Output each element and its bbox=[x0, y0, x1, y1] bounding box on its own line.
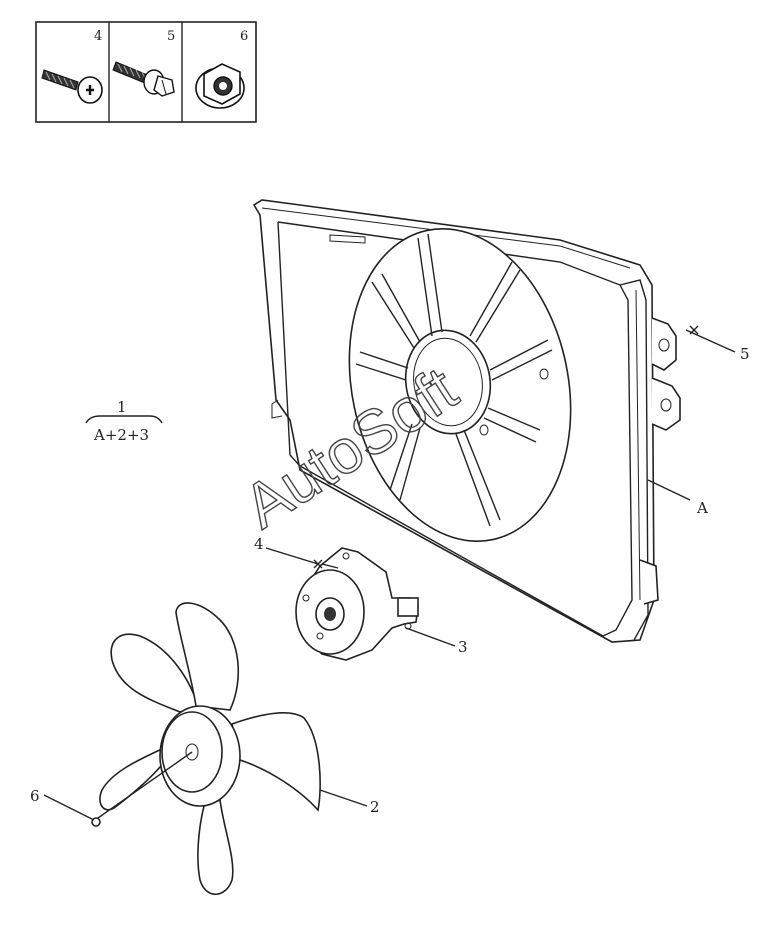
assembly-formula-text: A+2+3 bbox=[93, 426, 149, 444]
fan-motor bbox=[295, 547, 419, 661]
legend-number-5: 5 bbox=[167, 29, 175, 44]
callout-shroud-bolt-label: 5 bbox=[740, 345, 750, 363]
bolt-phillips-icon bbox=[41, 69, 103, 104]
callout-fan-blade-label: 2 bbox=[370, 798, 380, 816]
callout-motor-label: 3 bbox=[458, 638, 468, 656]
fan-shroud bbox=[252, 199, 681, 643]
callout-leaders bbox=[43, 325, 736, 827]
assembly-number: 1 bbox=[117, 398, 127, 416]
callout-shroud-label: A bbox=[696, 499, 708, 517]
legend-number-6: 6 bbox=[240, 29, 248, 44]
assembly-formula: 1 A+2+3 bbox=[85, 398, 163, 444]
legend-number-4: 4 bbox=[94, 29, 102, 44]
hardware-legend: 4 5 6 bbox=[35, 21, 257, 123]
formula-bracket bbox=[85, 415, 163, 424]
callout-fan-nut-label: 6 bbox=[30, 787, 40, 805]
flange-nut-icon bbox=[195, 63, 245, 109]
fan-blade bbox=[99, 602, 321, 896]
callout-motor-bolt-label: 4 bbox=[254, 535, 264, 553]
flange-bolt-icon bbox=[112, 61, 175, 97]
